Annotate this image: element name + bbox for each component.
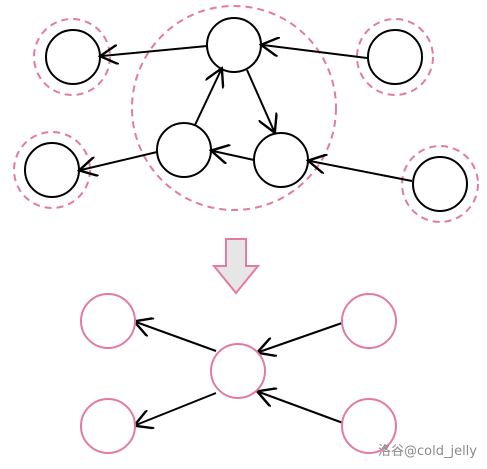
condensed-node-bottom-left [80,398,136,454]
edge-top-right-to-top-center [263,45,368,59]
down-arrow-icon [211,238,261,295]
edge-mid-left-to-top-center [194,70,221,126]
scc-outline-big [131,5,337,211]
edge-top-center-to-mid-right [246,69,274,131]
condensed-node-bottom-right [341,398,397,454]
condensed-edge-center-to-top-left [136,322,217,352]
condensed-node-center [210,343,266,399]
original-nodes [24,17,468,212]
condensed-edge-center-to-bottom-left [136,392,217,425]
condensed-edges [136,322,344,425]
condensed-edge-bottom-right-to-center [259,392,344,424]
edge-mid-right-to-mid-left [213,151,255,160]
scc-outline-right [401,145,479,223]
node-left [24,142,80,198]
scc-outline-top-right [356,18,434,96]
original-edges [81,45,413,182]
node-top-right [367,29,423,85]
edge-right-to-mid-right [310,161,413,182]
condensed-nodes [80,293,397,454]
watermark-text: 洛谷@cold_jelly [378,444,477,459]
condensed-node-top-right [341,293,397,349]
condensed-edge-top-right-to-center [259,322,343,352]
node-top-left [45,29,101,85]
edge-mid-left-to-left [81,151,158,170]
node-mid-right [253,132,309,188]
edge-top-center-to-top-left [102,46,208,56]
condensed-node-top-left [80,293,136,349]
node-right [412,156,468,212]
node-mid-left [156,122,212,178]
node-top-center [206,17,262,73]
